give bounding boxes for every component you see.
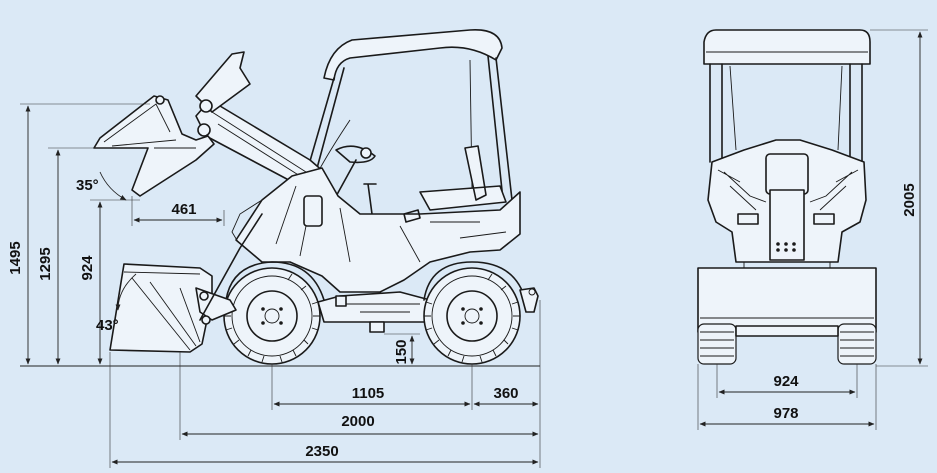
front-tire-left — [697, 323, 737, 365]
front-bucket — [697, 267, 877, 333]
front-wheel — [223, 267, 321, 365]
front-fender — [225, 261, 325, 301]
dim-ground-clearance: 150 — [393, 339, 410, 364]
front-roof — [703, 29, 871, 65]
dim-height-pin: 1295 — [37, 247, 54, 280]
control-panel — [303, 195, 323, 227]
side-view-dimensions: 1495 1295 924 461 35° 43° 150 1105 360 2… — [7, 103, 541, 468]
dim-track-width: 924 — [773, 373, 799, 390]
front-view-loader — [697, 29, 877, 365]
seat — [419, 145, 507, 211]
bucket-lowered — [109, 263, 213, 353]
dim-length-total: 2350 — [305, 443, 338, 460]
dim-height-dump: 924 — [79, 255, 96, 281]
dim-front-height: 2005 — [901, 183, 918, 216]
dim-overall-width: 978 — [773, 405, 798, 422]
front-rops — [709, 63, 863, 163]
steering-wheel — [333, 145, 376, 201]
headlight-left — [737, 213, 759, 225]
dim-height-max: 1495 — [7, 241, 24, 274]
front-tire-right — [837, 323, 877, 365]
rops-frame — [307, 55, 513, 201]
rear-hitch — [519, 287, 539, 313]
bucket-link — [195, 51, 251, 113]
side-view-loader — [93, 29, 539, 365]
headlight-right — [813, 213, 835, 225]
dim-rear-overhang: 360 — [493, 385, 518, 402]
lower-frame — [317, 291, 431, 323]
dim-reach-dump: 461 — [171, 201, 196, 218]
cab-roof — [323, 29, 503, 81]
rear-fender — [423, 261, 527, 303]
dim-rollback-angle: 43° — [96, 317, 119, 334]
dim-dump-angle: 35° — [76, 177, 99, 194]
front-radiator — [765, 153, 809, 195]
dim-wheelbase: 1105 — [352, 385, 385, 402]
front-axle — [735, 325, 839, 337]
dim-length-no-bucket: 2000 — [341, 413, 374, 430]
front-view-dimensions: 2005 924 978 — [697, 29, 928, 430]
rear-wheel — [423, 267, 521, 365]
bucket-raised — [93, 95, 215, 197]
front-mast — [769, 189, 805, 261]
drawbar — [369, 321, 385, 333]
